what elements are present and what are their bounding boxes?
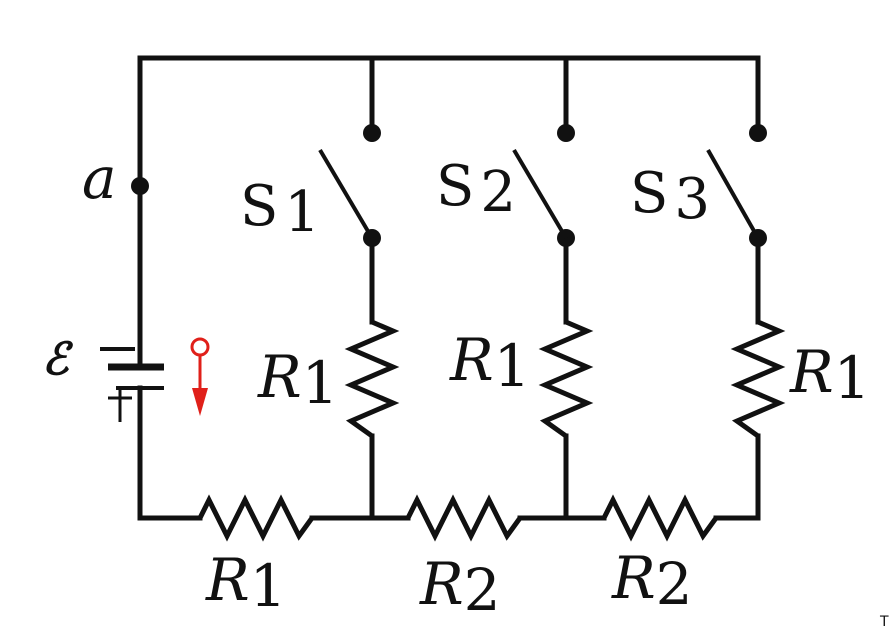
bottom-resistor-2-label: R2 — [419, 550, 501, 624]
left-lower-wire — [137, 385, 203, 521]
branch2-resistor — [538, 319, 594, 439]
switches — [318, 124, 767, 247]
bottom-resistor-2 — [405, 494, 523, 542]
branch1-resistor — [344, 319, 400, 439]
top-rail-wire — [137, 55, 761, 370]
node-a-label: a — [82, 144, 117, 212]
switch1-top-contact — [363, 124, 381, 142]
node-a-dot — [131, 177, 149, 195]
branch3-resistor — [730, 319, 786, 439]
emf-label: ℰ — [42, 334, 74, 385]
branch-resistors — [344, 319, 786, 439]
branch3-resistor-label: R1 — [789, 338, 871, 412]
switch2-top-contact — [557, 124, 575, 142]
battery — [100, 347, 164, 422]
switch3-blade — [706, 149, 760, 239]
bottom-resistors — [197, 494, 719, 542]
bottom-resistor-1 — [197, 494, 315, 542]
bottom-resistor-1-label: R1 — [205, 546, 287, 620]
bottom-resistor-3 — [601, 494, 719, 542]
branch2-resistor-label: R1 — [449, 326, 531, 400]
current-indicator-icon — [190, 337, 210, 416]
switch2-blade — [512, 148, 568, 240]
corner-mark: T — [879, 614, 889, 628]
switch1-blade — [318, 148, 374, 240]
switch3-top-contact — [749, 124, 767, 142]
branch1-resistor-label: R1 — [257, 343, 339, 417]
bottom-resistor-3-label: R2 — [611, 544, 693, 618]
wires — [137, 55, 761, 521]
